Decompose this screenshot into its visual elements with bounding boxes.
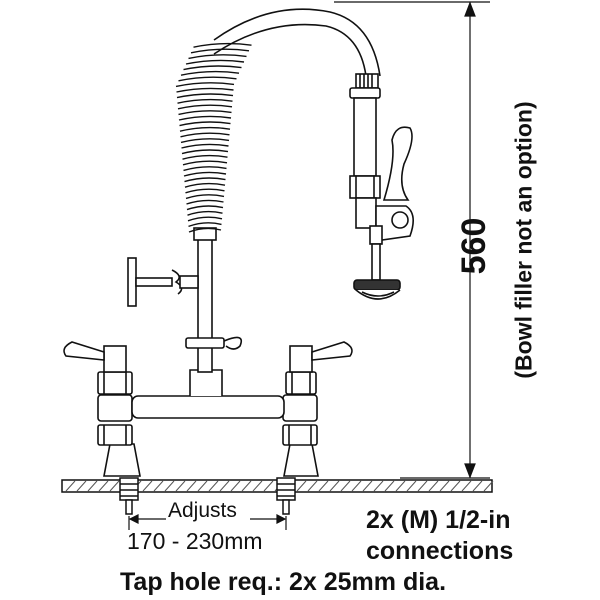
height-dimension-note: (Bowl filler not an option) <box>510 101 537 379</box>
adjusts-label: Adjusts <box>168 499 237 522</box>
right-valve <box>282 341 353 477</box>
spring-coil <box>175 42 252 233</box>
adjusts-range: 170 - 230mm <box>127 528 263 554</box>
tap-hole-note: Tap hole req.: 2x 25mm dia. <box>120 568 447 596</box>
riser-pipe <box>185 227 243 373</box>
connections-label-line2: connections <box>366 537 514 565</box>
mixing-bridge <box>131 369 285 419</box>
hose-arch <box>213 8 381 77</box>
connections-label-line1: 2x (M) 1/2-in <box>366 506 511 534</box>
right-underside-fitting <box>276 477 296 515</box>
wall-bracket <box>127 257 199 307</box>
height-dimension-value: 560 <box>455 217 493 275</box>
left-valve <box>63 341 141 477</box>
left-underside-fitting <box>119 477 139 515</box>
spray-head <box>349 73 414 300</box>
height-dimension <box>334 1 490 479</box>
adjusts-dimension <box>128 514 287 530</box>
